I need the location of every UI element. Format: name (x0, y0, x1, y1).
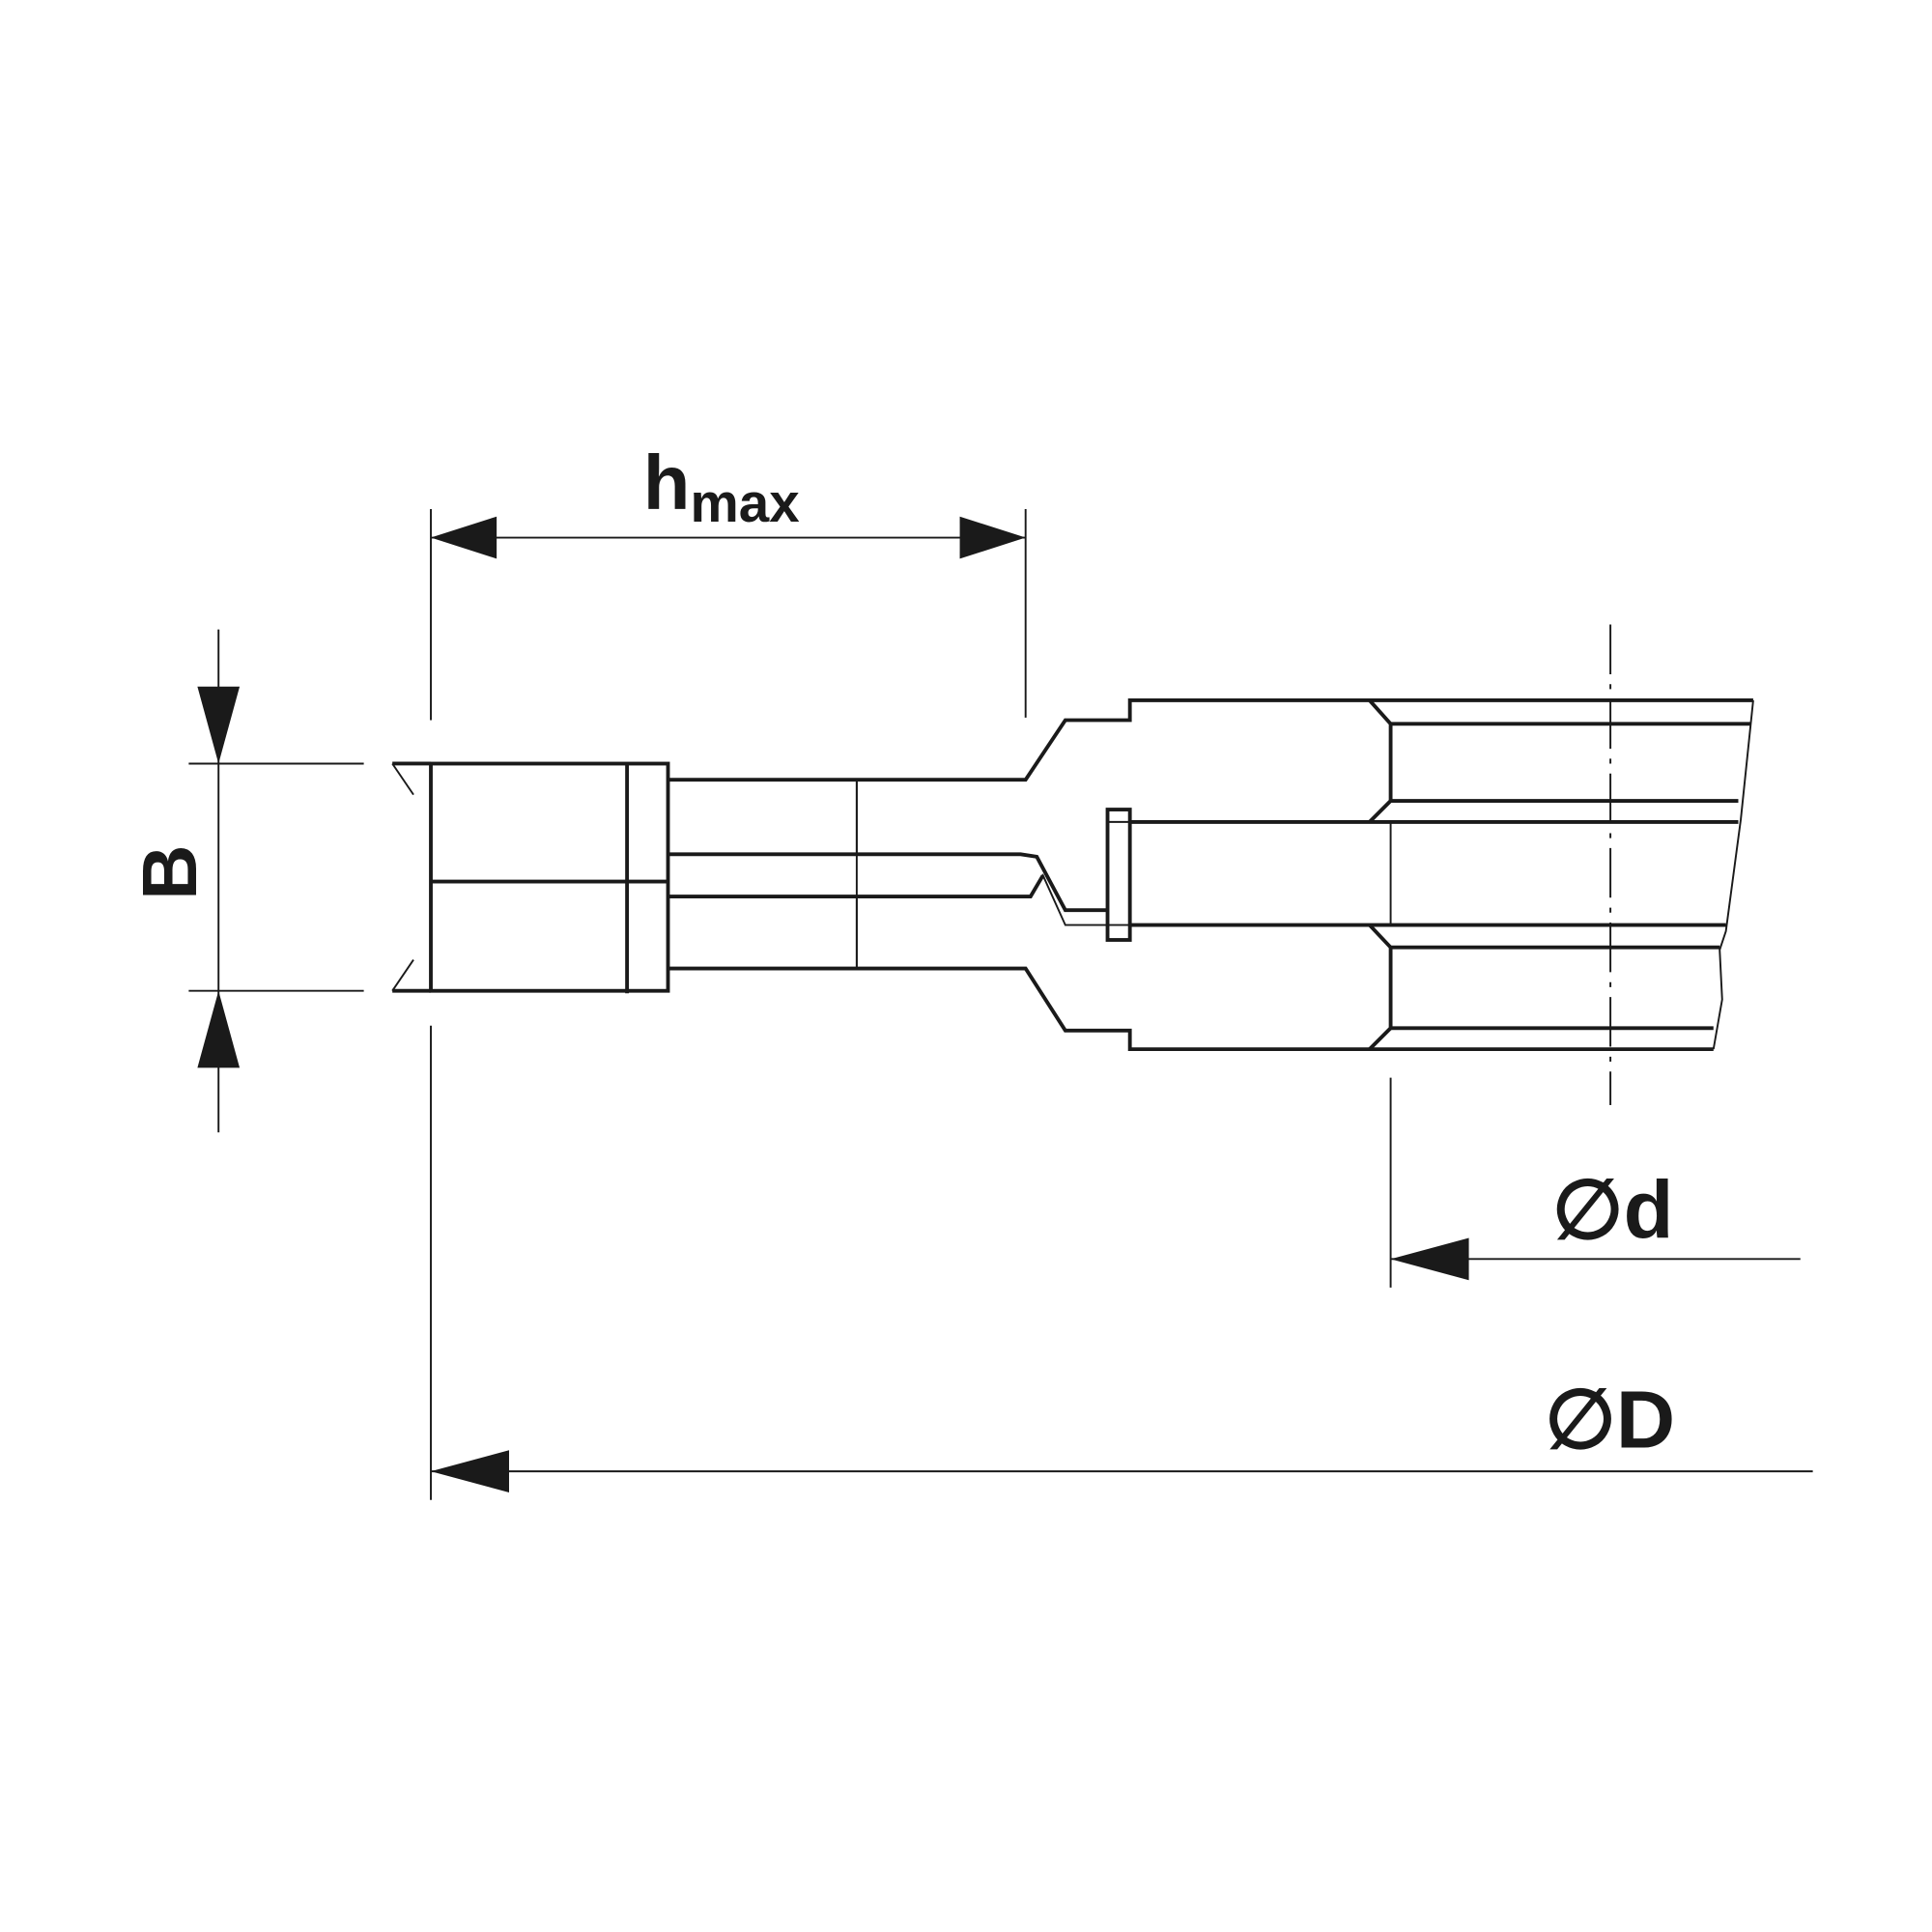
outer-diameter-dimension: ∅D (430, 1025, 1813, 1500)
hmax-label-sub: max (690, 472, 800, 533)
svg-text:hmax: hmax (643, 440, 800, 533)
cutter-tip-block (429, 761, 670, 993)
pin (1105, 808, 1132, 942)
arrow-left-icon (1390, 1237, 1469, 1281)
outer-diameter-label: ∅D (1545, 1374, 1675, 1465)
bore-diameter-dimension: ∅d (1389, 1077, 1801, 1288)
bore-diameter-label: ∅d (1552, 1163, 1674, 1255)
hub-outline (668, 698, 1753, 1052)
hub-insert-section (1128, 820, 1392, 926)
hub-upper-section (855, 698, 1392, 912)
arrow-right-icon (959, 516, 1026, 559)
hmax-dimension: hmax (430, 440, 1027, 721)
hmax-label-main: h (643, 440, 691, 526)
hub-lower-section (855, 873, 1392, 1051)
hub-break-edge (1712, 699, 1754, 1050)
tip-chamfer-bottom-bevel (391, 959, 414, 992)
tip-chamfer-top-bevel (391, 762, 414, 796)
width-label: B (127, 844, 213, 900)
arrow-left-icon (431, 516, 497, 559)
width-dimension: B (127, 629, 364, 1133)
arrow-up-icon (197, 990, 241, 1068)
arrow-left-icon (431, 1450, 509, 1492)
arrow-down-icon (197, 686, 241, 764)
